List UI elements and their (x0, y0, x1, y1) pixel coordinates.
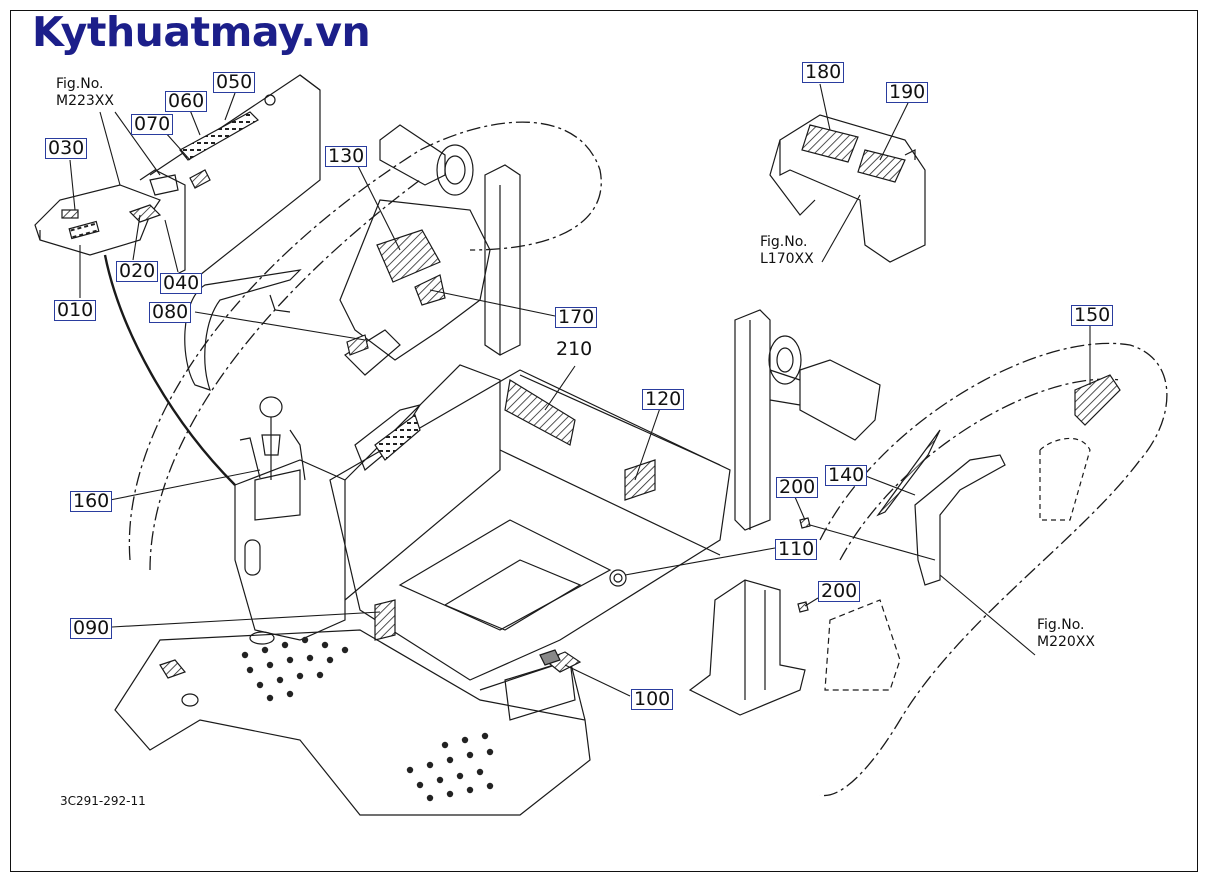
callout-180: 180 (802, 62, 845, 83)
callout-070: 070 (131, 114, 174, 135)
fig-ref-m223-code: M223XX (56, 93, 114, 109)
canopy-outline (128, 121, 1168, 797)
diagram-frame (10, 10, 1198, 872)
callout-020: 020 (116, 261, 159, 282)
callout-060: 060 (165, 91, 208, 112)
callout-110: 110 (775, 539, 818, 560)
fig-ref-l170-code: L170XX (760, 251, 814, 267)
fig-ref-m220-code: M220XX (1037, 634, 1095, 650)
callout-100: 100 (631, 689, 674, 710)
callout-200-lower: 200 (818, 581, 861, 602)
callout-030: 030 (45, 138, 88, 159)
callout-190: 190 (886, 82, 929, 103)
callout-210: 210 (556, 338, 593, 360)
side-panel-m220 (609, 374, 1121, 691)
callout-080: 080 (149, 302, 192, 323)
callout-050: 050 (213, 72, 256, 93)
callout-140: 140 (825, 465, 868, 486)
callout-120: 120 (642, 389, 685, 410)
callout-170: 170 (555, 307, 598, 328)
callout-130: 130 (325, 146, 368, 167)
fig-ref-m220-label: Fig.No. (1037, 617, 1085, 633)
callout-160: 160 (70, 491, 113, 512)
console-top-inset (34, 74, 321, 276)
callout-040: 040 (160, 273, 203, 294)
fig-ref-m220: Fig.No. M220XX (1037, 617, 1095, 651)
callout-200-upper: 200 (776, 477, 819, 498)
floor-holes (241, 636, 494, 802)
callout-090: 090 (70, 618, 113, 639)
fig-ref-m223-label: Fig.No. (56, 76, 104, 92)
fig-ref-l170-label: Fig.No. (760, 234, 808, 250)
reference-arc (103, 254, 236, 486)
panel-inset-l170 (769, 114, 926, 263)
cab-frame (114, 124, 881, 816)
fig-ref-m223: Fig.No. M223XX (56, 76, 114, 110)
leader-lines (69, 83, 1091, 697)
figure-code: 3C291-292-11 (60, 794, 146, 808)
callout-150: 150 (1071, 305, 1114, 326)
callout-010: 010 (54, 300, 97, 321)
brand-watermark: Kythuatmay.vn (32, 8, 371, 56)
fig-ref-l170: Fig.No. L170XX (760, 234, 814, 268)
